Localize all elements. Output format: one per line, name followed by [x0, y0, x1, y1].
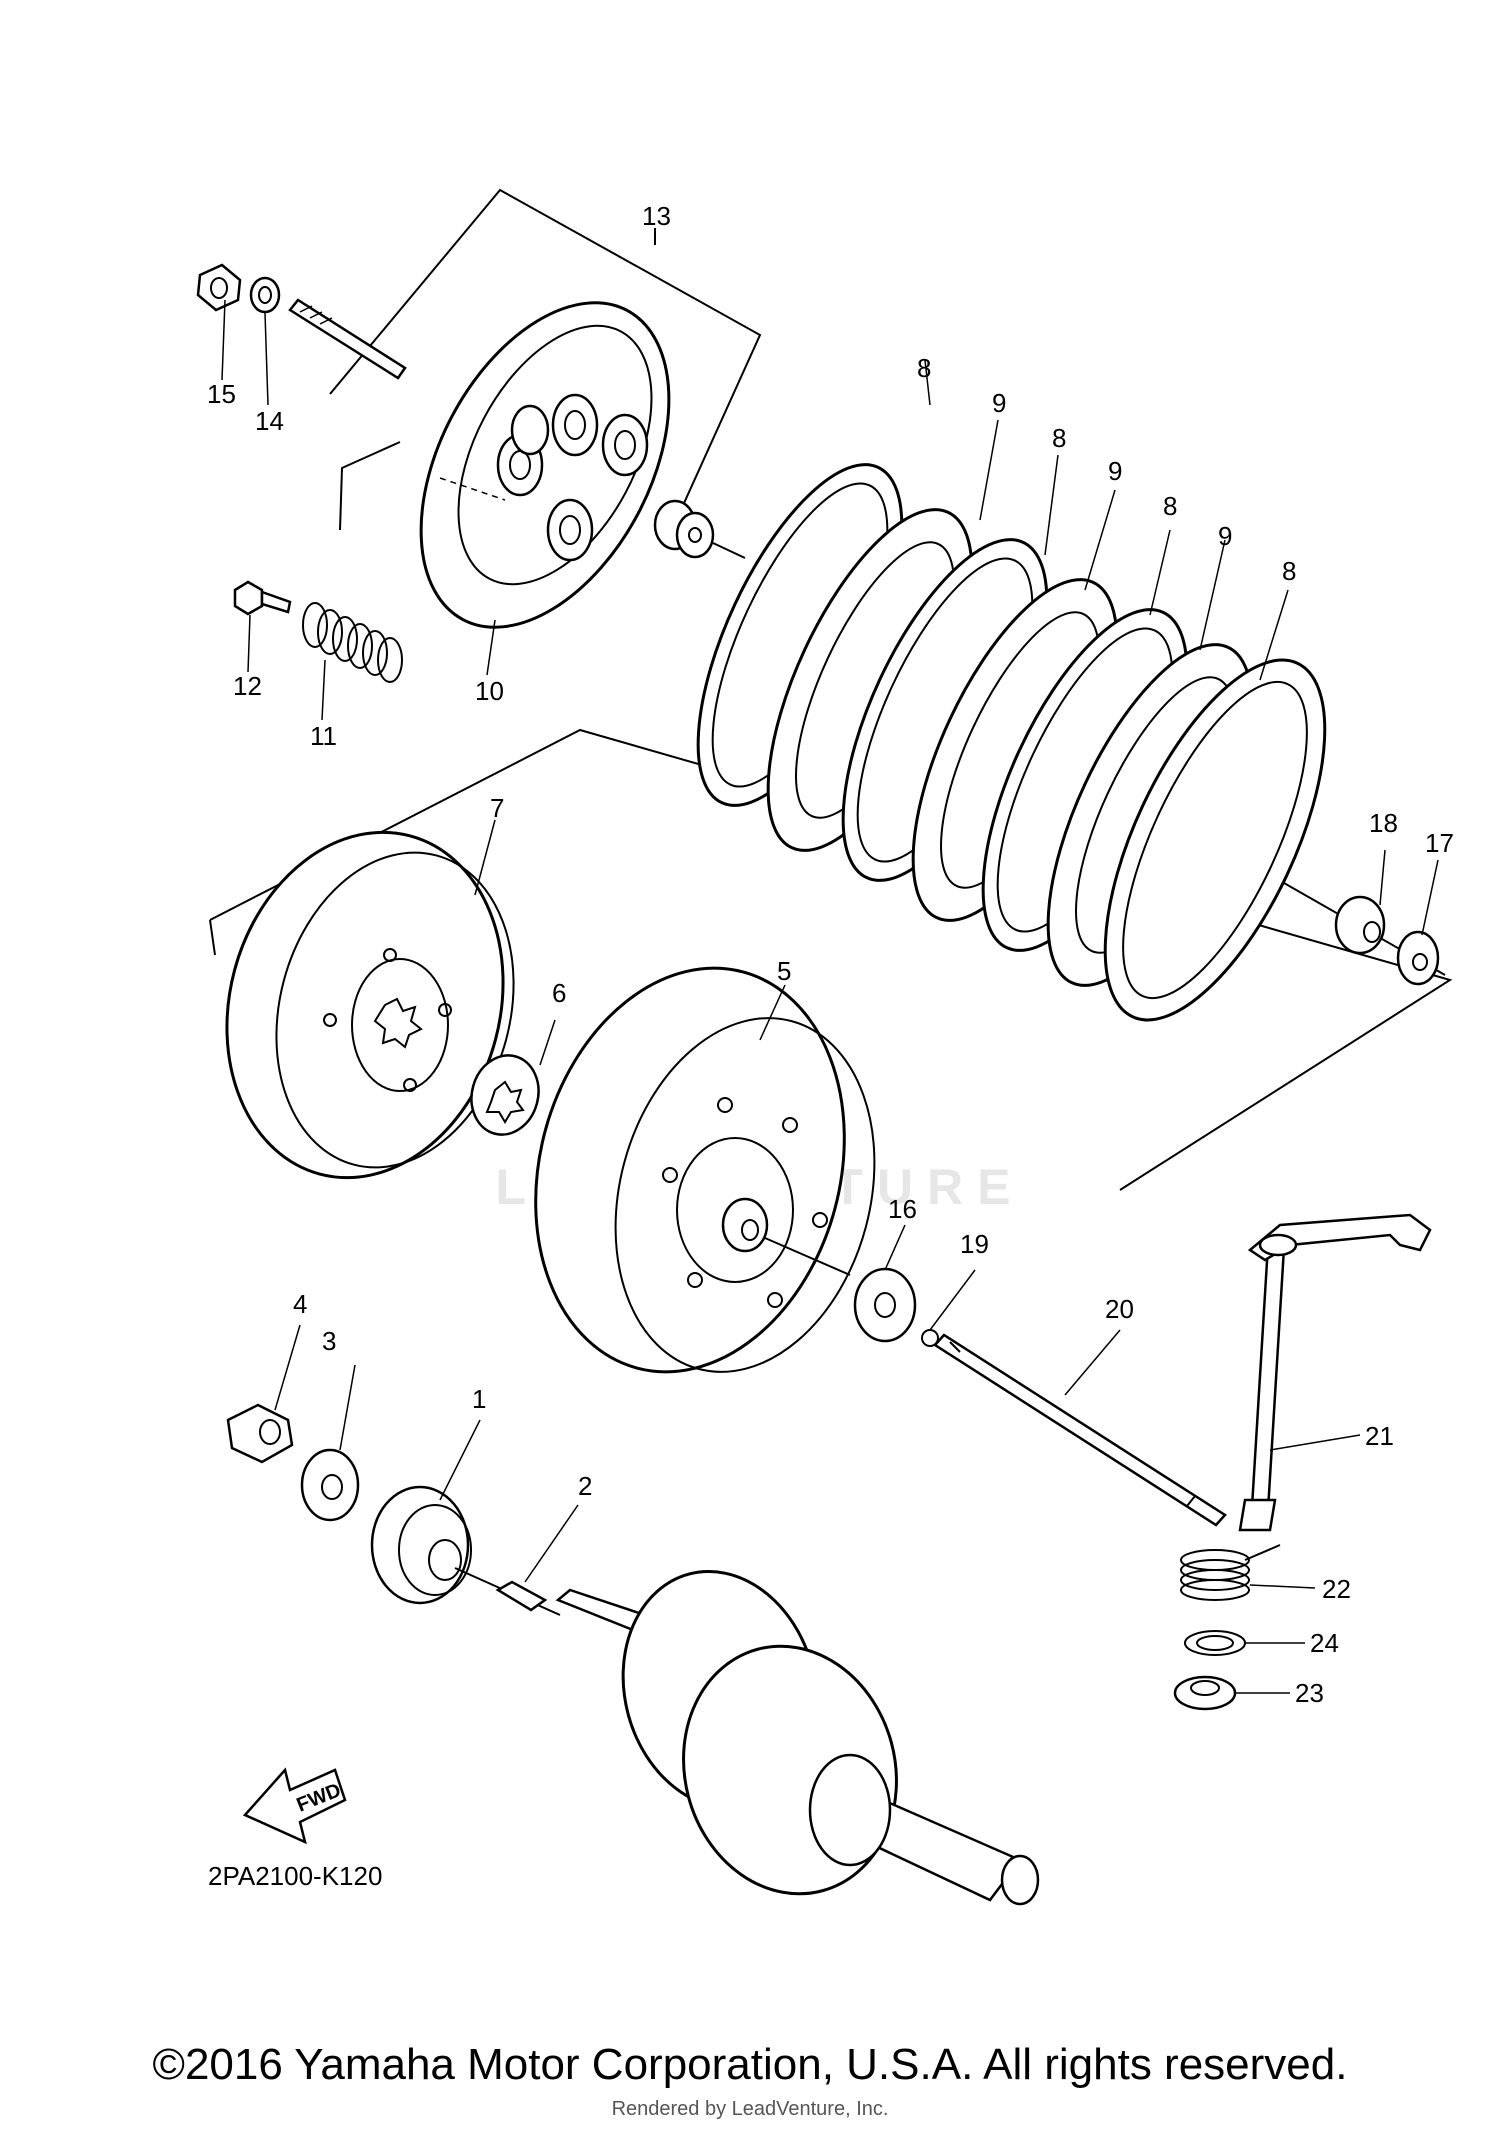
callout-8-d: 8	[1282, 556, 1296, 586]
rendered-by-credit: Rendered by LeadVenture, Inc.	[611, 2098, 889, 2120]
callout-15: 15	[207, 379, 236, 409]
callout-9-a: 9	[992, 388, 1006, 418]
part-11-spring	[302, 602, 403, 683]
callout-7: 7	[490, 793, 504, 823]
part-23-bearing	[1173, 1675, 1237, 1711]
callout-8-c: 8	[1163, 491, 1177, 521]
part-10-pressure-plate	[419, 301, 671, 629]
part-12-bolt	[233, 580, 292, 616]
callouts: 13 15 14 12 11 10 8 9 8 9 8 9 8 18 17 7 …	[207, 201, 1454, 1891]
release-bearing	[653, 499, 746, 559]
part-24-circlip	[1184, 1630, 1246, 1656]
callout-16: 16	[888, 1194, 917, 1224]
callout-20: 20	[1105, 1294, 1134, 1324]
callout-23: 23	[1295, 1678, 1324, 1708]
part-17-lock-washer	[1396, 930, 1440, 986]
callout-19: 19	[960, 1229, 989, 1259]
callout-18: 18	[1369, 808, 1398, 838]
callout-5: 5	[777, 956, 791, 986]
part-21-lever-axle	[1238, 1213, 1432, 1532]
fwd-arrow: FWD	[242, 1767, 347, 1845]
callout-17: 17	[1425, 828, 1454, 858]
part-16-washer	[853, 1267, 917, 1343]
part-15-nut	[196, 263, 242, 312]
part-3-washer	[300, 1448, 360, 1522]
diagram-code: 2PA2100-K120	[208, 1861, 382, 1891]
callout-22: 22	[1322, 1574, 1351, 1604]
callout-3: 3	[322, 1326, 336, 1356]
part-7-clutch-boss	[225, 830, 515, 1180]
callout-2: 2	[578, 1471, 592, 1501]
callout-21: 21	[1365, 1421, 1394, 1451]
callout-13: 13	[642, 201, 671, 231]
callout-24: 24	[1310, 1628, 1339, 1658]
part-14-washer	[249, 276, 281, 314]
callout-6: 6	[552, 978, 566, 1008]
part-5-clutch-housing	[534, 966, 876, 1374]
clutch-plates	[696, 463, 1327, 1022]
leader-lines	[221, 228, 1439, 1694]
callout-8-b: 8	[1052, 423, 1066, 453]
callout-12: 12	[233, 671, 262, 701]
part-18-nut	[1334, 895, 1386, 955]
part-6-thrust-plate	[470, 1054, 540, 1136]
crankshaft	[555, 1570, 1040, 1906]
callout-9-b: 9	[1108, 456, 1122, 486]
push-rod	[288, 298, 407, 380]
callout-4: 4	[293, 1289, 307, 1319]
part-1-drive-gear	[370, 1485, 561, 1616]
callout-1: 1	[472, 1384, 486, 1414]
part-2-key	[495, 1580, 548, 1612]
callout-11: 11	[310, 721, 337, 751]
part-22-spring	[1180, 1544, 1281, 1601]
callout-9-c: 9	[1218, 521, 1232, 551]
copyright-notice: ©2016 Yamaha Motor Corporation, U.S.A. A…	[152, 2040, 1348, 2089]
part-20-push-rod	[933, 1333, 1227, 1527]
callout-8-a: 8	[917, 353, 931, 383]
part-4-nut	[226, 1403, 294, 1464]
callout-14: 14	[255, 406, 284, 436]
callout-10: 10	[475, 676, 504, 706]
